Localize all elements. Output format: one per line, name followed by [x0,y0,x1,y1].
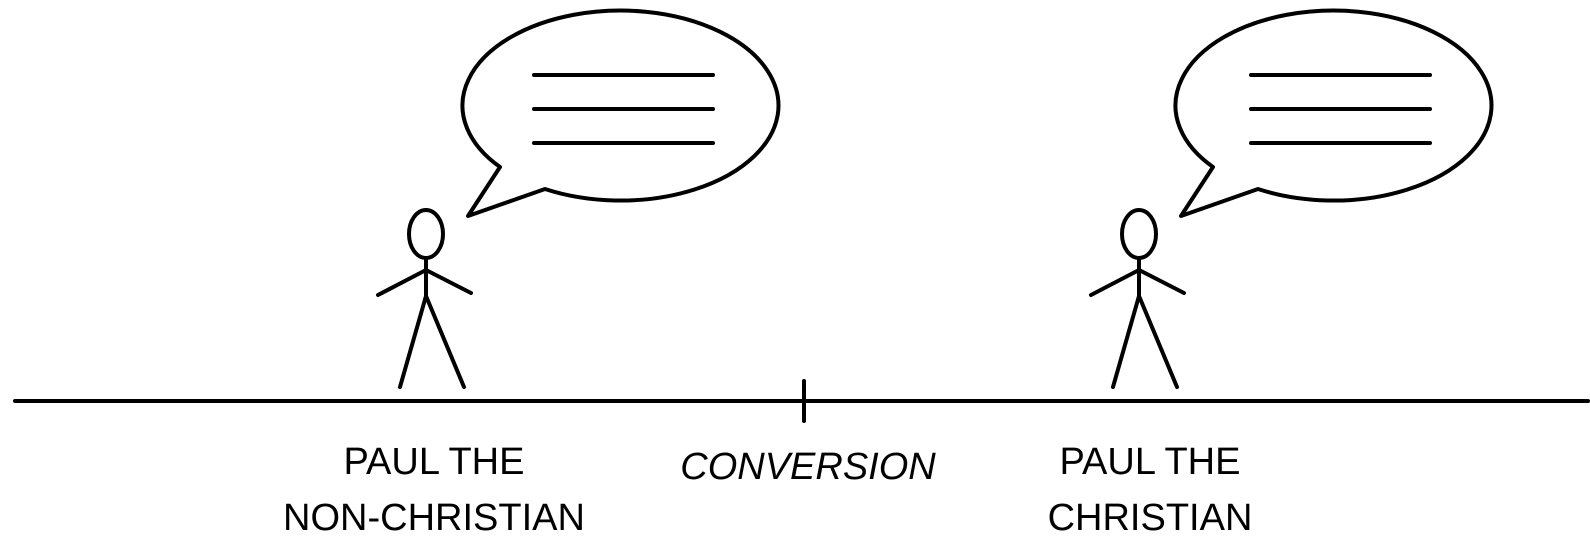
figure-right-arm [424,268,473,295]
speech-bubble-outline [460,8,781,218]
speech-bubble-christian [1173,8,1494,218]
speech-bubble-outline [1173,8,1494,218]
label-line-1: CONVERSION [680,446,936,488]
figure-right-leg [1137,294,1179,389]
figure-head [1120,208,1158,260]
label-paul-christian: PAUL THE CHRISTIAN [950,434,1350,546]
stick-figure-christian [1089,208,1186,389]
label-conversion: CONVERSION [608,439,1008,495]
label-line-2: NON-CHRISTIAN [283,497,585,539]
figure-right-leg [424,294,466,389]
figure-right-arm [1137,268,1186,295]
figure-left-arm [1089,268,1141,297]
figure-head [407,208,445,260]
label-line-1: PAUL THE [1059,441,1241,483]
label-paul-non-christian: PAUL THE NON-CHRISTIAN [234,434,634,546]
stick-figure-non-christian [376,208,473,389]
figure-left-leg [398,294,428,389]
figure-left-leg [1111,294,1141,389]
figure-left-arm [376,268,428,297]
speech-bubble-non-christian [460,8,781,218]
label-line-2: CHRISTIAN [1047,497,1253,539]
label-line-1: PAUL THE [343,441,525,483]
